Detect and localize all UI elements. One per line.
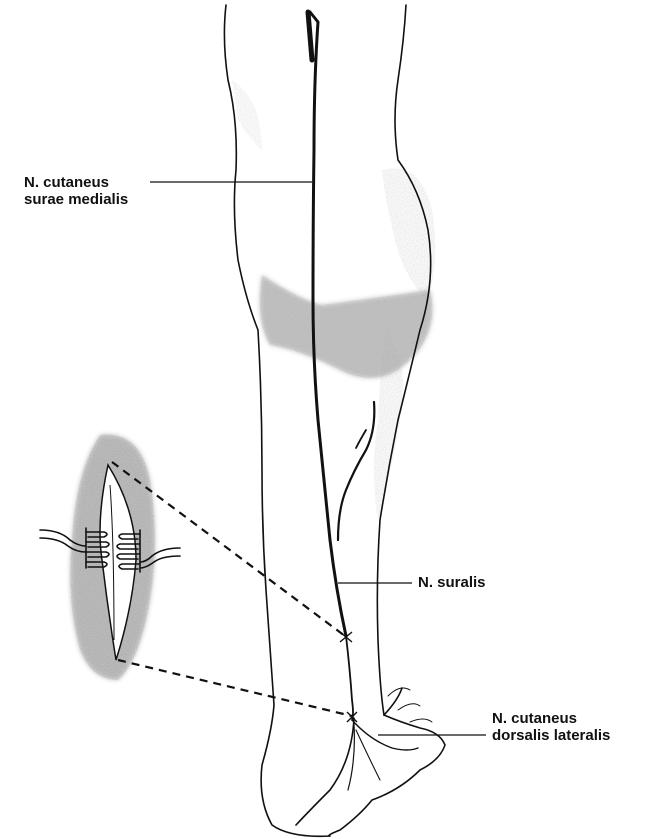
label-lateral-dorsal-line2: dorsalis lateralis: [492, 727, 610, 744]
incision-marks: [340, 632, 357, 722]
communicating-branch: [338, 402, 374, 540]
label-lateral-dorsal-cutaneous-nerve: N. cutaneus dorsalis lateralis: [492, 710, 610, 744]
label-medial-sural-line1: N. cutaneus: [24, 174, 128, 191]
label-medial-sural-line2: surae medialis: [24, 191, 128, 208]
surgical-inset: [40, 435, 180, 680]
sural-nerve: [346, 636, 353, 720]
leader-lines: [150, 182, 486, 735]
label-lateral-dorsal-line1: N. cutaneus: [492, 710, 610, 727]
label-sural-nerve: N. suralis: [418, 574, 486, 591]
label-medial-sural-nerve: N. cutaneus surae medialis: [24, 174, 128, 208]
